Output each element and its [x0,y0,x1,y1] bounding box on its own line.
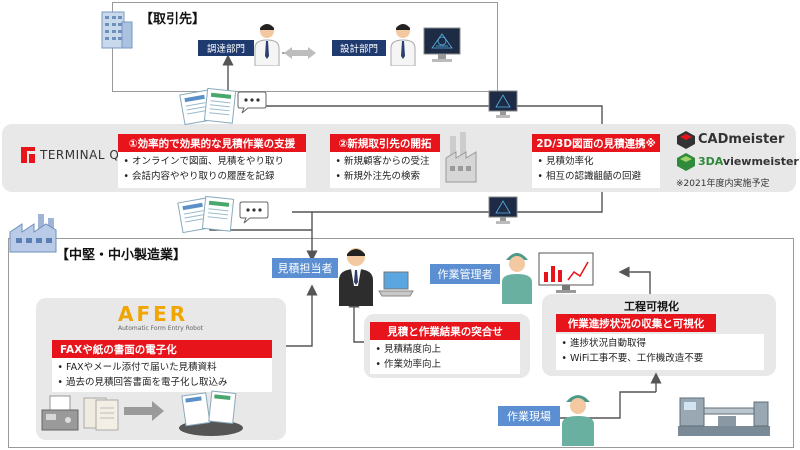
client-title: 【取引先】 [140,12,206,27]
box1-body: オンラインで図面、見積をやり取り会話内容ややり取りの履歴を記録 [118,152,306,188]
afer-item: FAXやメール添付で届いた見積資料 [66,360,272,375]
afer-logo: AFER [118,302,189,326]
monitor-middle-icon [488,196,518,226]
chat-bubble-icon [236,90,268,114]
box2-title: ②新規取引先の開拓 [330,134,440,152]
afer-title: FAXや紙の書面の電子化 [52,340,272,358]
estimator-label: 見積担当者 [272,258,338,278]
site-label: 作業現場 [498,406,560,426]
design-label: 設計部門 [332,40,386,56]
match-item: 作業効率向上 [384,357,520,372]
estimate-documents-icon [176,194,238,234]
cadmeister-logo-icon [676,130,696,150]
viewmeister-name: viewmeister [722,155,799,168]
manufacturer-title: 【中堅・中小製造業】 [56,248,187,263]
box3-item: 相互の認識齟齬の回避 [546,169,660,184]
afer-item: 過去の見積回答書面を電子化し取込み [66,375,272,390]
box1-title: ①効率的で効果的な見積作業の支援 [118,134,306,152]
procurement-label: 調達部門 [198,40,254,56]
visualize-title: 作業進捗状況の収集と可視化 [556,314,716,332]
estimate-documents-icon [178,86,240,126]
terminalq-logo-icon [20,146,36,164]
visualize-heading: 工程可視化 [624,300,679,313]
chat-bubble-icon [238,200,270,224]
box1-item: オンラインで図面、見積をやり取り [132,154,306,169]
visualize-item: WiFi工事不要、工作機改造不要 [570,351,764,366]
factory-icon [8,212,58,254]
visualize-body: 進捗状況自動取得WiFi工事不要、工作機改造不要 [556,334,764,370]
paper-docs-icon [82,394,122,434]
cad-monitor-icon [422,26,462,64]
manager-label: 作業管理者 [430,264,500,284]
design-person-icon [388,22,418,67]
cadmeister-logo: CADmeister [698,132,785,147]
match-body: 見積精度向上作業効率向上 [370,340,520,374]
building-icon [94,8,138,52]
viewmeister-logo-icon [676,152,696,172]
match-title: 見積と作業結果の突合せ [370,322,520,340]
estimator-person-icon [336,246,376,306]
box3-item: 見積効率化 [546,154,660,169]
box2-item: 新規外注先の検索 [344,169,440,184]
box3-body: 見積効率化相互の認識齟齬の回避 [532,152,660,188]
factory-small-icon [444,132,484,184]
monitor-top-icon [488,90,518,120]
site-worker-icon [560,390,596,446]
match-item: 見積精度向上 [384,342,520,357]
visualize-item: 進捗状況自動取得 [570,336,764,351]
box2-body: 新規顧客からの受注新規外注先の検索 [330,152,440,188]
box2-item: 新規顧客からの受注 [344,154,440,169]
afer-body: FAXやメール添付で届いた見積資料過去の見積回答書面を電子化し取込み [52,358,272,392]
digitized-docs-icon [176,388,246,438]
fax-machine-icon [40,394,80,434]
dashboard-chart-icon [538,252,594,294]
viewmeister-logo: 3DAviewmeister® [698,155,800,168]
box1-item: 会話内容ややり取りの履歴を記録 [132,169,306,184]
manager-worker-icon [500,248,534,304]
procurement-person-icon [252,22,282,67]
terminalq-logo: TERMINAL Q [40,148,120,162]
viewmeister-reg: ® [799,155,800,163]
box3-title: 2D/3D図面の見積連携※ [532,134,660,152]
lathe-machine-icon [674,380,774,440]
afer-subtitle: Automatic Form Entry Robot [118,325,203,332]
laptop-icon [378,270,414,298]
viewmeister-3da: 3DA [698,155,723,168]
schedule-note: ※2021年度内実施予定 [676,179,770,189]
